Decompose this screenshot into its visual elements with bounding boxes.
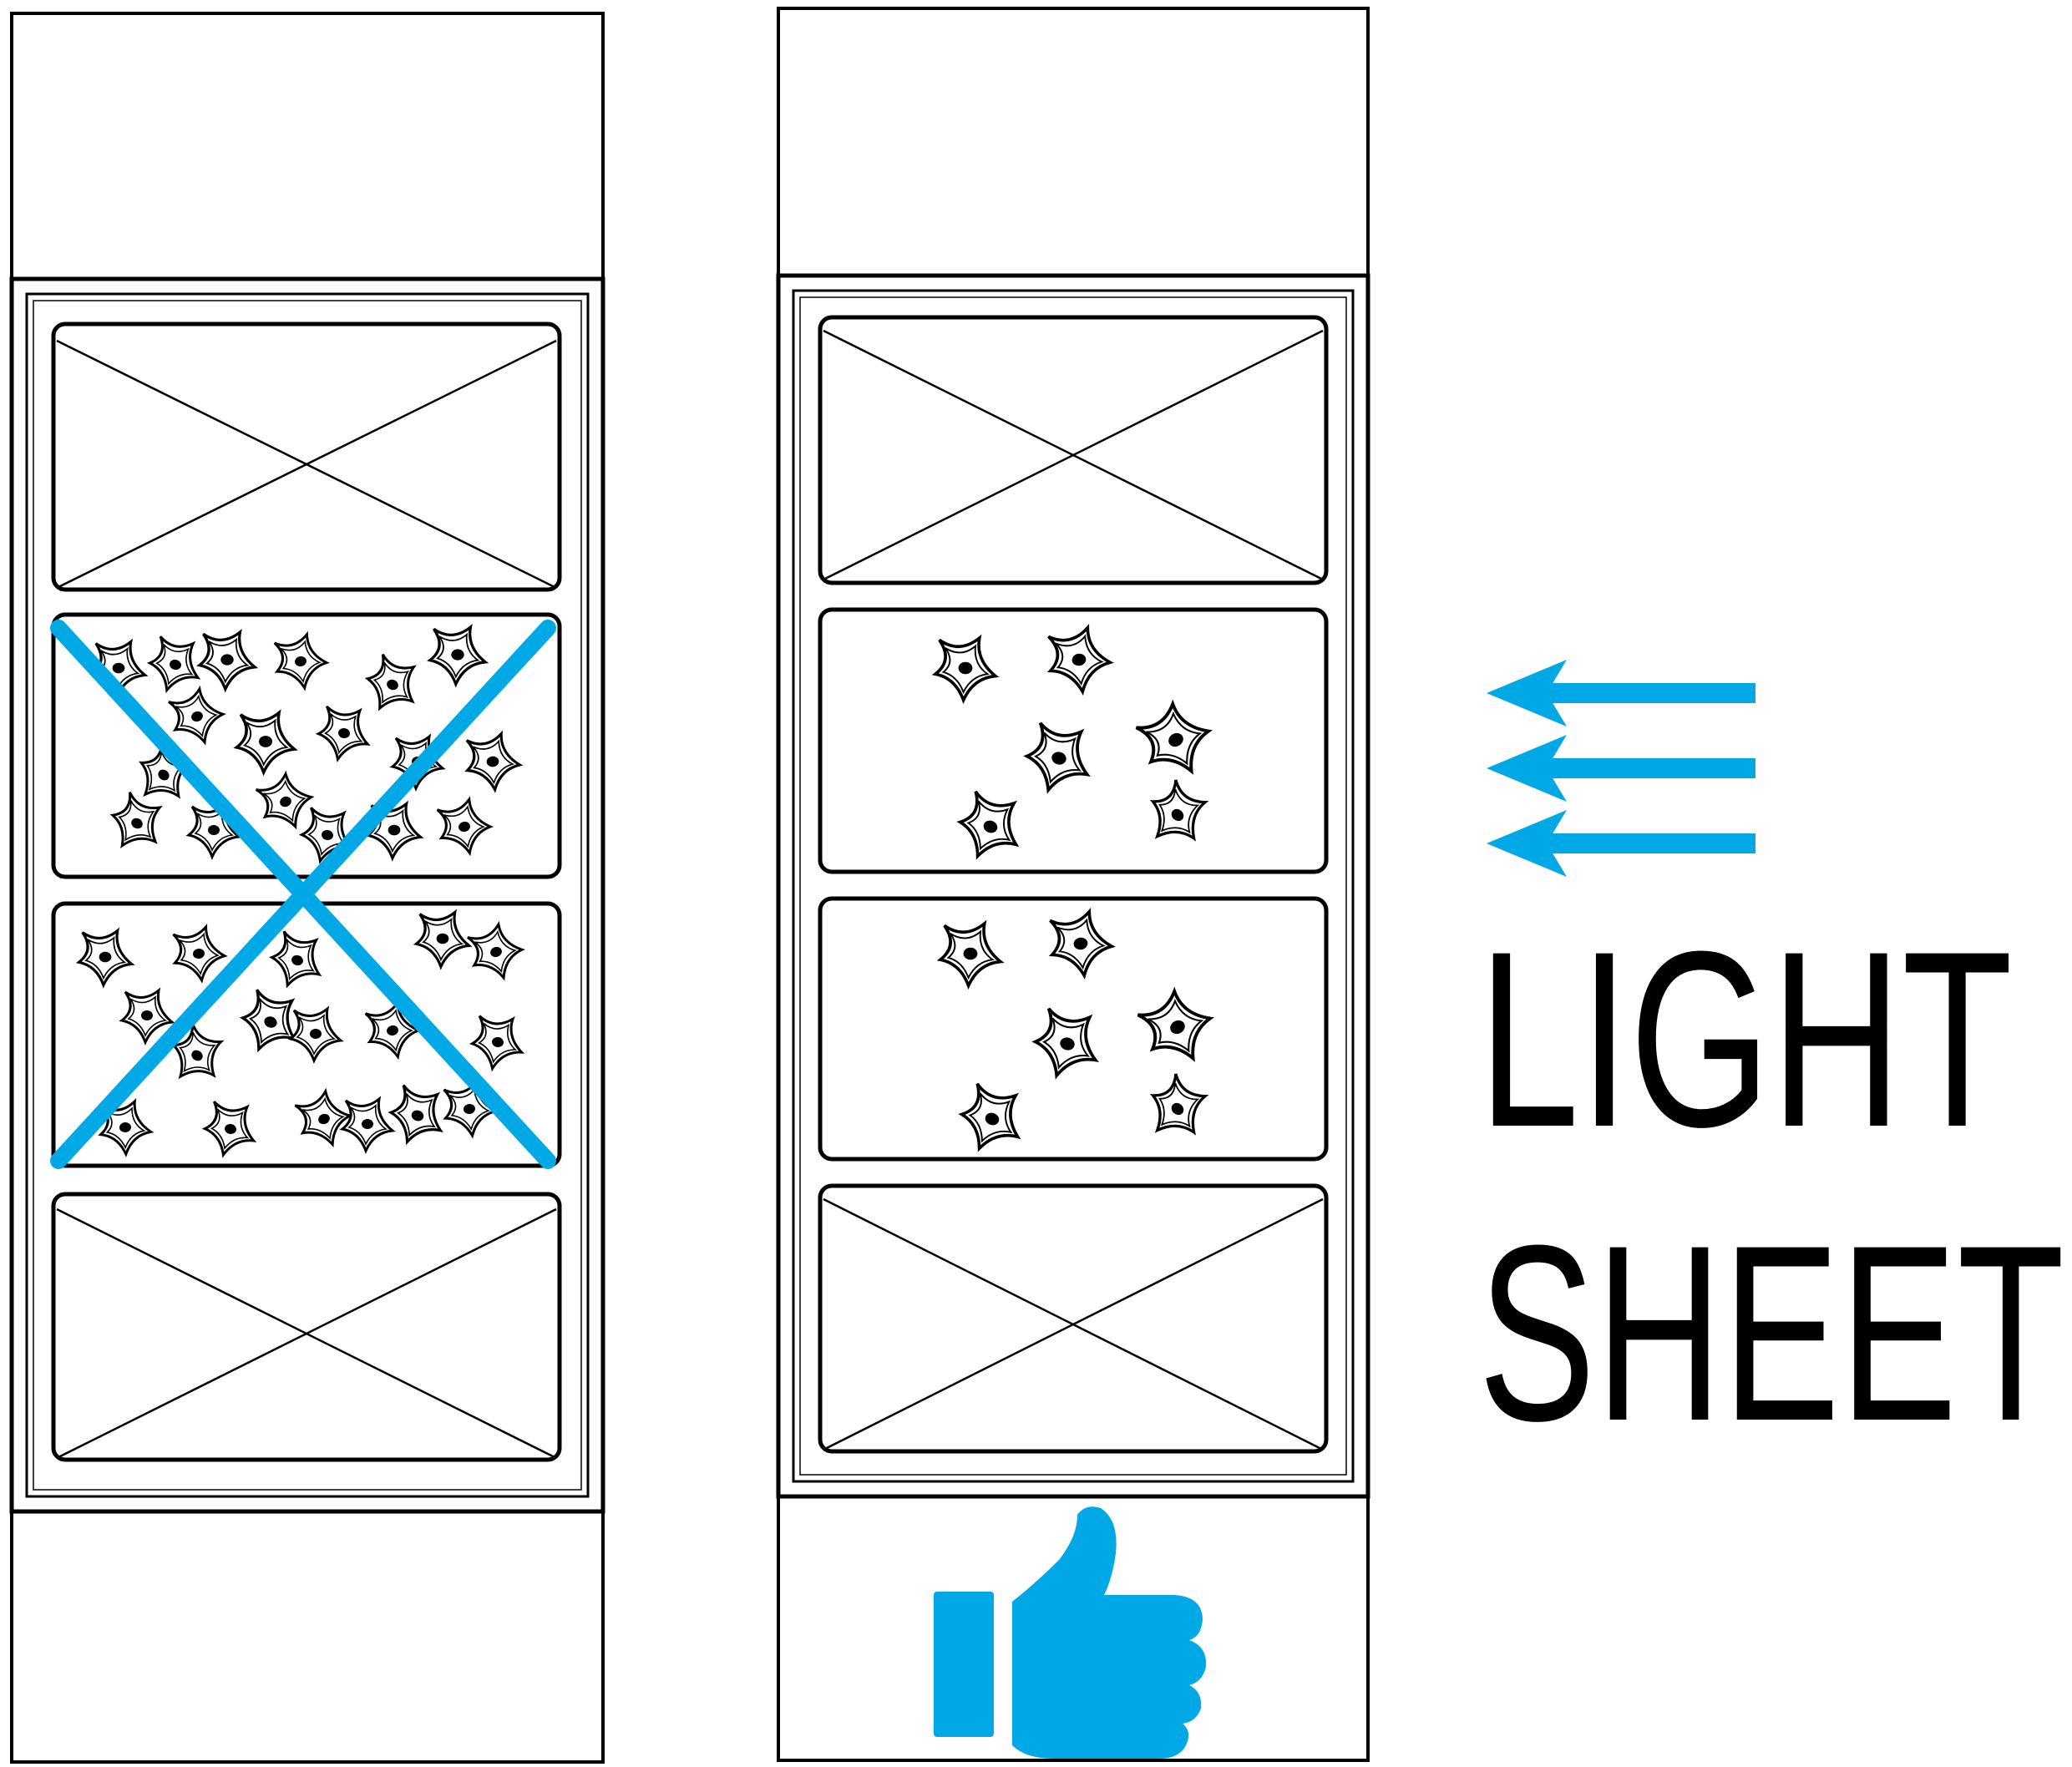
left-arrow-icon [1487, 660, 1755, 727]
left-cuvette-inner-frame [25, 292, 590, 1498]
left-chamber-1 [51, 322, 562, 592]
right-cuvette-inner-frame [792, 289, 1355, 1483]
light-arrows [1487, 660, 1755, 877]
left-cuvette-bottom-block [10, 1510, 605, 1764]
label-line-2: SHEET [1478, 1192, 2064, 1473]
left-cuvette [9, 12, 605, 1764]
right-chamber-4 [818, 1183, 1329, 1454]
label-line-1: LIGHT [1478, 899, 2013, 1179]
cross-out-icon [50, 620, 556, 1169]
left-chamber-3 [51, 901, 562, 1168]
left-arrow-icon [1487, 810, 1755, 877]
right-chamber-3 [818, 896, 1329, 1162]
right-chamber-1 [818, 315, 1329, 585]
right-cuvette [776, 7, 1370, 1762]
right-cuvette-top-block [777, 7, 1370, 277]
left-cuvette-top-block [10, 12, 605, 281]
thumbs-up-icon [934, 1506, 1207, 1759]
left-chamber-4 [51, 1192, 562, 1462]
left-chamber-2 [51, 612, 562, 879]
left-arrow-icon [1487, 735, 1755, 802]
right-chamber-2 [818, 607, 1329, 874]
